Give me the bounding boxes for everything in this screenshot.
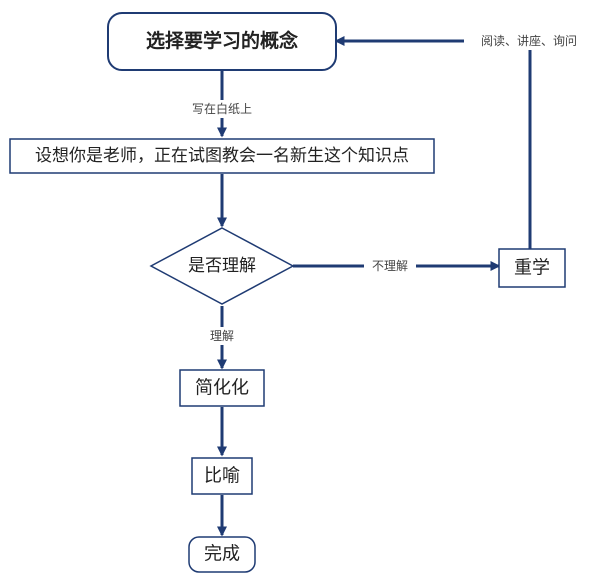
edge-label-read-lecture-ask: 阅读、讲座、询问 bbox=[481, 33, 577, 48]
node-analogy: 比喻 bbox=[191, 457, 253, 495]
analogy-label: 比喻 bbox=[204, 466, 240, 487]
node-teach-scenario: 设想你是老师，正在试图教会一名新生这个知识点 bbox=[9, 138, 435, 174]
edge-label-not-understood: 不理解 bbox=[372, 259, 408, 273]
teach-scenario-label: 设想你是老师，正在试图教会一名新生这个知识点 bbox=[35, 146, 409, 166]
edge-labels: 写在白纸上 不理解 理解 阅读、讲座、询问 bbox=[169, 32, 594, 345]
simplify-label: 简化化 bbox=[195, 378, 249, 399]
relearn-label: 重学 bbox=[514, 258, 550, 279]
understand-decision-label: 是否理解 bbox=[188, 256, 256, 276]
node-done: 完成 bbox=[188, 536, 256, 573]
choose-concept-label: 选择要学习的概念 bbox=[146, 29, 298, 52]
edge-label-understood: 理解 bbox=[210, 329, 234, 343]
node-relearn: 重学 bbox=[498, 248, 566, 288]
node-understand-decision: 是否理解 bbox=[149, 227, 295, 305]
node-simplify: 简化化 bbox=[179, 369, 265, 407]
edge-label-write-on-paper: 写在白纸上 bbox=[192, 101, 252, 116]
done-label: 完成 bbox=[204, 544, 240, 565]
node-choose-concept: 选择要学习的概念 bbox=[107, 12, 337, 71]
